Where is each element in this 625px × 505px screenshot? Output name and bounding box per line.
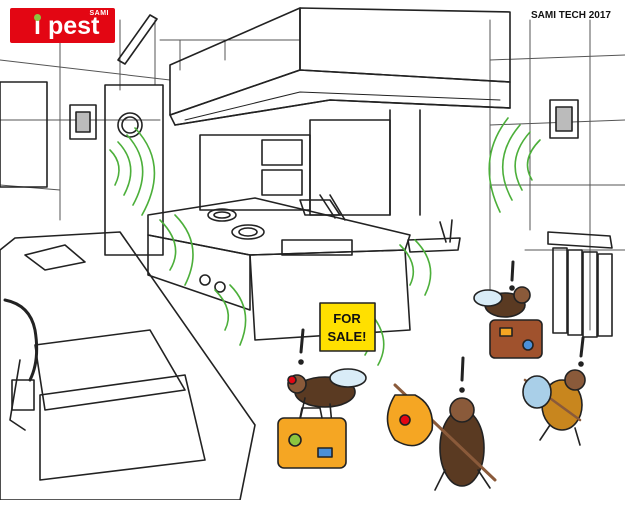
sensor-device-icon xyxy=(69,104,97,140)
wall-panel xyxy=(0,81,48,188)
radiator xyxy=(547,231,613,338)
sign-line-2: SALE! xyxy=(328,329,367,344)
cockroach-icon xyxy=(434,397,491,491)
exclamation-icon xyxy=(509,260,515,291)
wall-tiles xyxy=(0,19,625,331)
bindle-icon xyxy=(386,383,497,482)
extractor-hood xyxy=(169,7,511,126)
for-sale-sign: FOR SALE! xyxy=(319,302,376,352)
exclamation-icon xyxy=(459,356,465,393)
bindle-icon xyxy=(522,375,582,422)
exclamation-icon xyxy=(578,336,585,367)
cockroach-icon xyxy=(473,286,531,318)
sink-counter xyxy=(0,231,256,501)
sensor-device-icon xyxy=(549,99,579,139)
ceiling-pipe xyxy=(117,14,158,65)
sign-line-1: FOR xyxy=(333,311,361,326)
wifi-signal-icon xyxy=(109,117,541,366)
cockroach-icon xyxy=(539,369,586,446)
suitcase-icon xyxy=(277,407,347,469)
back-ovens xyxy=(199,109,421,216)
logo-letter-i: i xyxy=(34,12,41,40)
back-door xyxy=(104,84,164,256)
suitcase-icon xyxy=(489,319,543,359)
exclamation-icon xyxy=(298,328,305,365)
logo-brand: SAMI xyxy=(89,10,109,17)
ipest-logo: SAMI i pest xyxy=(10,8,115,43)
logo-word-pest: pest xyxy=(48,12,100,40)
logo-dot-icon xyxy=(34,14,41,21)
credit-text: SAMI TECH 2017 xyxy=(530,10,611,21)
